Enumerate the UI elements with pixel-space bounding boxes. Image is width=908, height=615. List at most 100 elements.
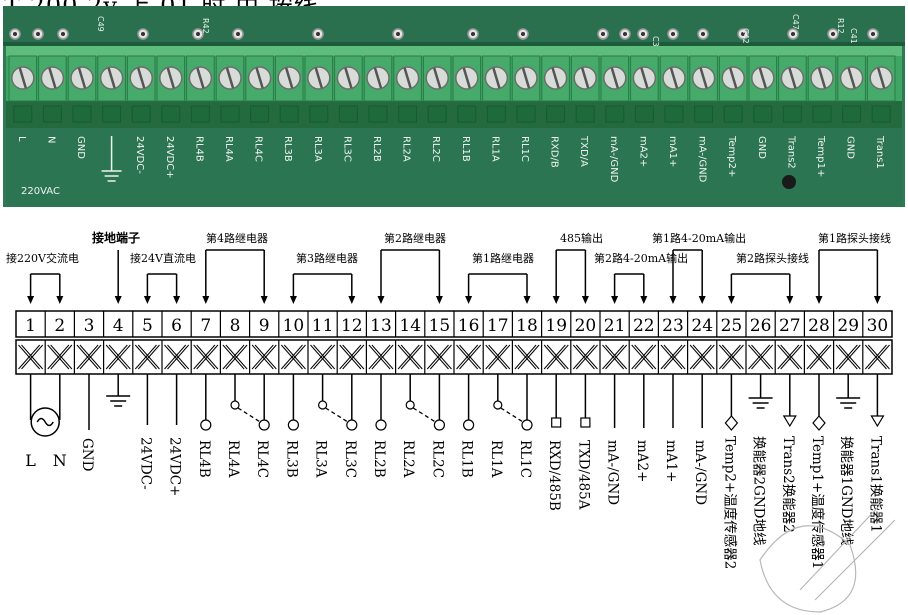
terminal-number: 30: [867, 316, 889, 336]
screw-x-mark: [780, 344, 803, 370]
bottom-label: RL3C: [342, 440, 358, 478]
screw-slot: [758, 67, 767, 89]
screw-x-mark: [251, 344, 274, 370]
terminal-number: 14: [399, 316, 421, 336]
terminal-block-top: [6, 46, 902, 56]
terminal-number: 4: [113, 316, 124, 336]
bracket-dc-arrow: [173, 296, 181, 304]
pcb-hole-center: [671, 32, 675, 36]
pcb-silk-label: mA1+: [667, 136, 678, 167]
wire-entry: [190, 105, 210, 123]
screw-slot: [344, 67, 353, 89]
screw-x-mark: [546, 344, 569, 370]
screw-x-mark: [339, 344, 362, 370]
wire-entry: [42, 105, 62, 123]
bottom-label: 24VDC-: [137, 437, 153, 490]
screw-x-mark: [777, 344, 800, 370]
bottom-label: RL2C: [429, 440, 445, 478]
pcb-silk-label: mA-/GND: [697, 136, 708, 183]
bottom-label: 换能器1GND地线: [838, 436, 854, 546]
label-ma2: 第2路4-20mA输出: [594, 251, 688, 265]
bracket-rs485-arrow: [581, 296, 589, 304]
terminal-block-front: [6, 101, 902, 128]
screw-x-mark: [429, 344, 452, 370]
bracket-ma1-arrow: [698, 296, 706, 304]
screw-x-mark: [867, 344, 890, 370]
screw-x-mark: [50, 344, 73, 370]
pcb-hole-center: [641, 32, 645, 36]
pcb-hole-center: [36, 32, 40, 36]
bracket-probe1-arrow: [873, 296, 881, 304]
wire-entry: [694, 105, 714, 123]
bracket-probe2-arrow: [727, 296, 735, 304]
screw-x-mark: [838, 344, 861, 370]
pcb-silk-label: RL3B: [282, 136, 293, 162]
bottom-label: Trans1换能器1: [867, 436, 883, 533]
wire-entry: [368, 105, 388, 123]
screw-slot: [817, 67, 827, 89]
terminal-number: 6: [171, 316, 182, 336]
screw-x-mark: [193, 344, 216, 370]
pcb-upper: [3, 6, 905, 46]
bracket-probe1-arrow: [815, 296, 823, 304]
screw-x-mark: [751, 344, 774, 370]
terminal-number: 23: [662, 316, 684, 336]
terminal-number: 29: [837, 316, 859, 336]
screw-slot: [462, 67, 471, 89]
screw-x-mark: [748, 344, 771, 370]
wire-entry: [102, 105, 122, 123]
wire-entry: [842, 105, 862, 123]
pcb-silk-label: Trans2: [785, 135, 796, 169]
relay-contact-c: [433, 419, 445, 431]
screw-x-mark: [485, 344, 508, 370]
label-probe1: 第1路探头接线: [818, 231, 891, 245]
bottom-label: RL2A: [400, 440, 416, 478]
temp-probe-icon: [812, 415, 826, 431]
pcb-silk-label: mA2+: [637, 136, 648, 167]
terminal-number: 18: [516, 316, 538, 336]
terminal-number: 13: [370, 316, 392, 336]
wire-entry: [131, 105, 151, 123]
screw-x-mark: [222, 344, 245, 370]
terminal-number: 21: [604, 316, 626, 336]
label-ma1: 第1路4-20mA输出: [652, 231, 746, 245]
screw-slot: [166, 67, 175, 89]
wire-entry: [516, 105, 536, 123]
bottom-label: RL1C: [517, 440, 533, 478]
screw-x-mark: [400, 344, 423, 370]
terminal-number: 19: [545, 316, 567, 336]
pcb-hole-center: [61, 32, 65, 36]
bracket-relay3-arrow: [348, 296, 356, 304]
screw-slot: [18, 67, 27, 89]
terminal-number: 28: [808, 316, 830, 336]
temp-probe-icon: [724, 415, 739, 431]
relay-contact-b: [287, 419, 299, 431]
relay-contact-c: [521, 419, 533, 431]
terminal-number: 10: [283, 316, 305, 336]
terminal-number: 27: [779, 316, 801, 336]
wire-entry: [486, 105, 506, 123]
screw-slot: [581, 67, 590, 89]
relay-switch: [237, 407, 261, 423]
terminal-number: 20: [575, 316, 597, 336]
screw-x-mark: [313, 344, 336, 370]
label-relay1: 第1路继电器: [472, 251, 534, 265]
screw-slot: [255, 67, 264, 89]
screw-x-mark: [517, 344, 540, 370]
pcb-silk-code: C35: [651, 36, 660, 52]
terminal-number: 17: [487, 316, 509, 336]
screw-slot: [373, 67, 383, 89]
pcb-silk-label: RL2B: [371, 136, 382, 162]
screw-slot: [669, 67, 679, 89]
bottom-label: TXD/485A: [575, 440, 591, 510]
pcb-hole-center: [791, 32, 795, 36]
wire-entry: [812, 105, 832, 123]
bracket-relay3-arrow: [289, 296, 297, 304]
screw-x-mark: [835, 344, 858, 370]
terminal-number: 24: [691, 316, 713, 336]
pcb-silk-label: RL3A: [312, 136, 323, 162]
bottom-label: mA1+: [663, 440, 679, 482]
screw-x-mark: [105, 344, 128, 370]
wire-entry: [753, 105, 773, 123]
